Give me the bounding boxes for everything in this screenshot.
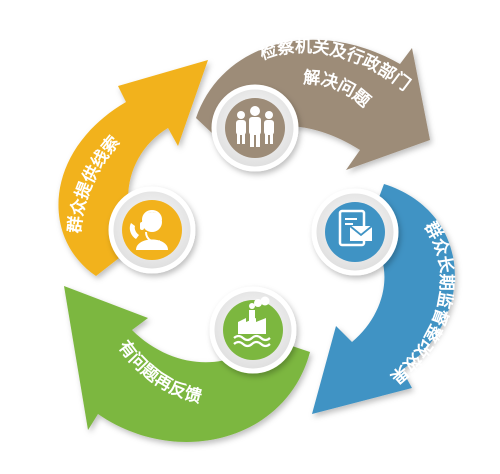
arrow-taupe-group: 检察机关及行政部门 解决问题: [196, 36, 430, 171]
telephone-operator-icon: [129, 210, 168, 250]
arrow-blue-group: 群众长期监督整改效果: [312, 184, 457, 414]
circle-factory: [209, 286, 297, 374]
people-icon: [236, 106, 274, 147]
arrow-green: [64, 286, 310, 442]
arrow-taupe: [196, 39, 430, 171]
circle-telephone: [108, 186, 196, 274]
circle-envelope: [311, 188, 399, 276]
arrow-blue: [312, 184, 455, 414]
circle-people: [211, 84, 299, 172]
envelope-document-icon: [338, 209, 373, 247]
factory-water-icon: [233, 296, 271, 348]
arrow-gold: [58, 60, 208, 276]
